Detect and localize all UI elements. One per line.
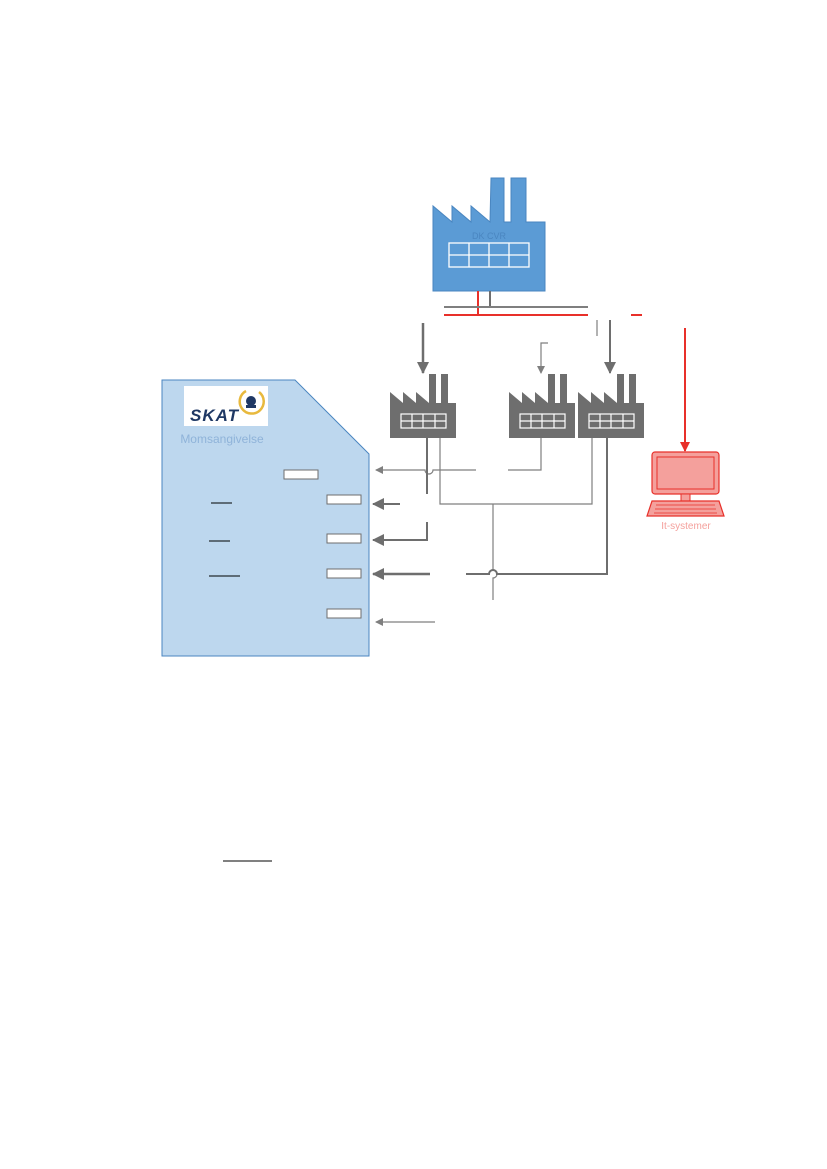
- subsidiary-factory-icon: [578, 374, 644, 438]
- form-title: Momsangivelse: [180, 432, 264, 446]
- form-field[interactable]: [326, 494, 362, 505]
- form-field[interactable]: [326, 568, 362, 579]
- subsidiary-factory-icon: [390, 374, 456, 438]
- crown-seal-icon: [238, 389, 265, 415]
- form-connectors: [372, 438, 608, 626]
- computer-label: It-systemer: [661, 521, 711, 532]
- computer-icon: It-systemer: [646, 451, 725, 532]
- form-field[interactable]: [326, 533, 362, 544]
- main-factory-icon: DK CVR: [432, 177, 546, 292]
- vat-return-form: SKAT Momsangivelse: [161, 379, 370, 657]
- skat-logo-text: SKAT: [190, 406, 240, 425]
- main-factory-label: DK CVR: [472, 231, 507, 241]
- form-field[interactable]: [326, 608, 362, 619]
- form-field[interactable]: [283, 469, 319, 480]
- subsidiary-factory-icon: [509, 374, 575, 438]
- subsidiary-arrows: [417, 320, 690, 452]
- main-factory-connectors: [444, 291, 642, 316]
